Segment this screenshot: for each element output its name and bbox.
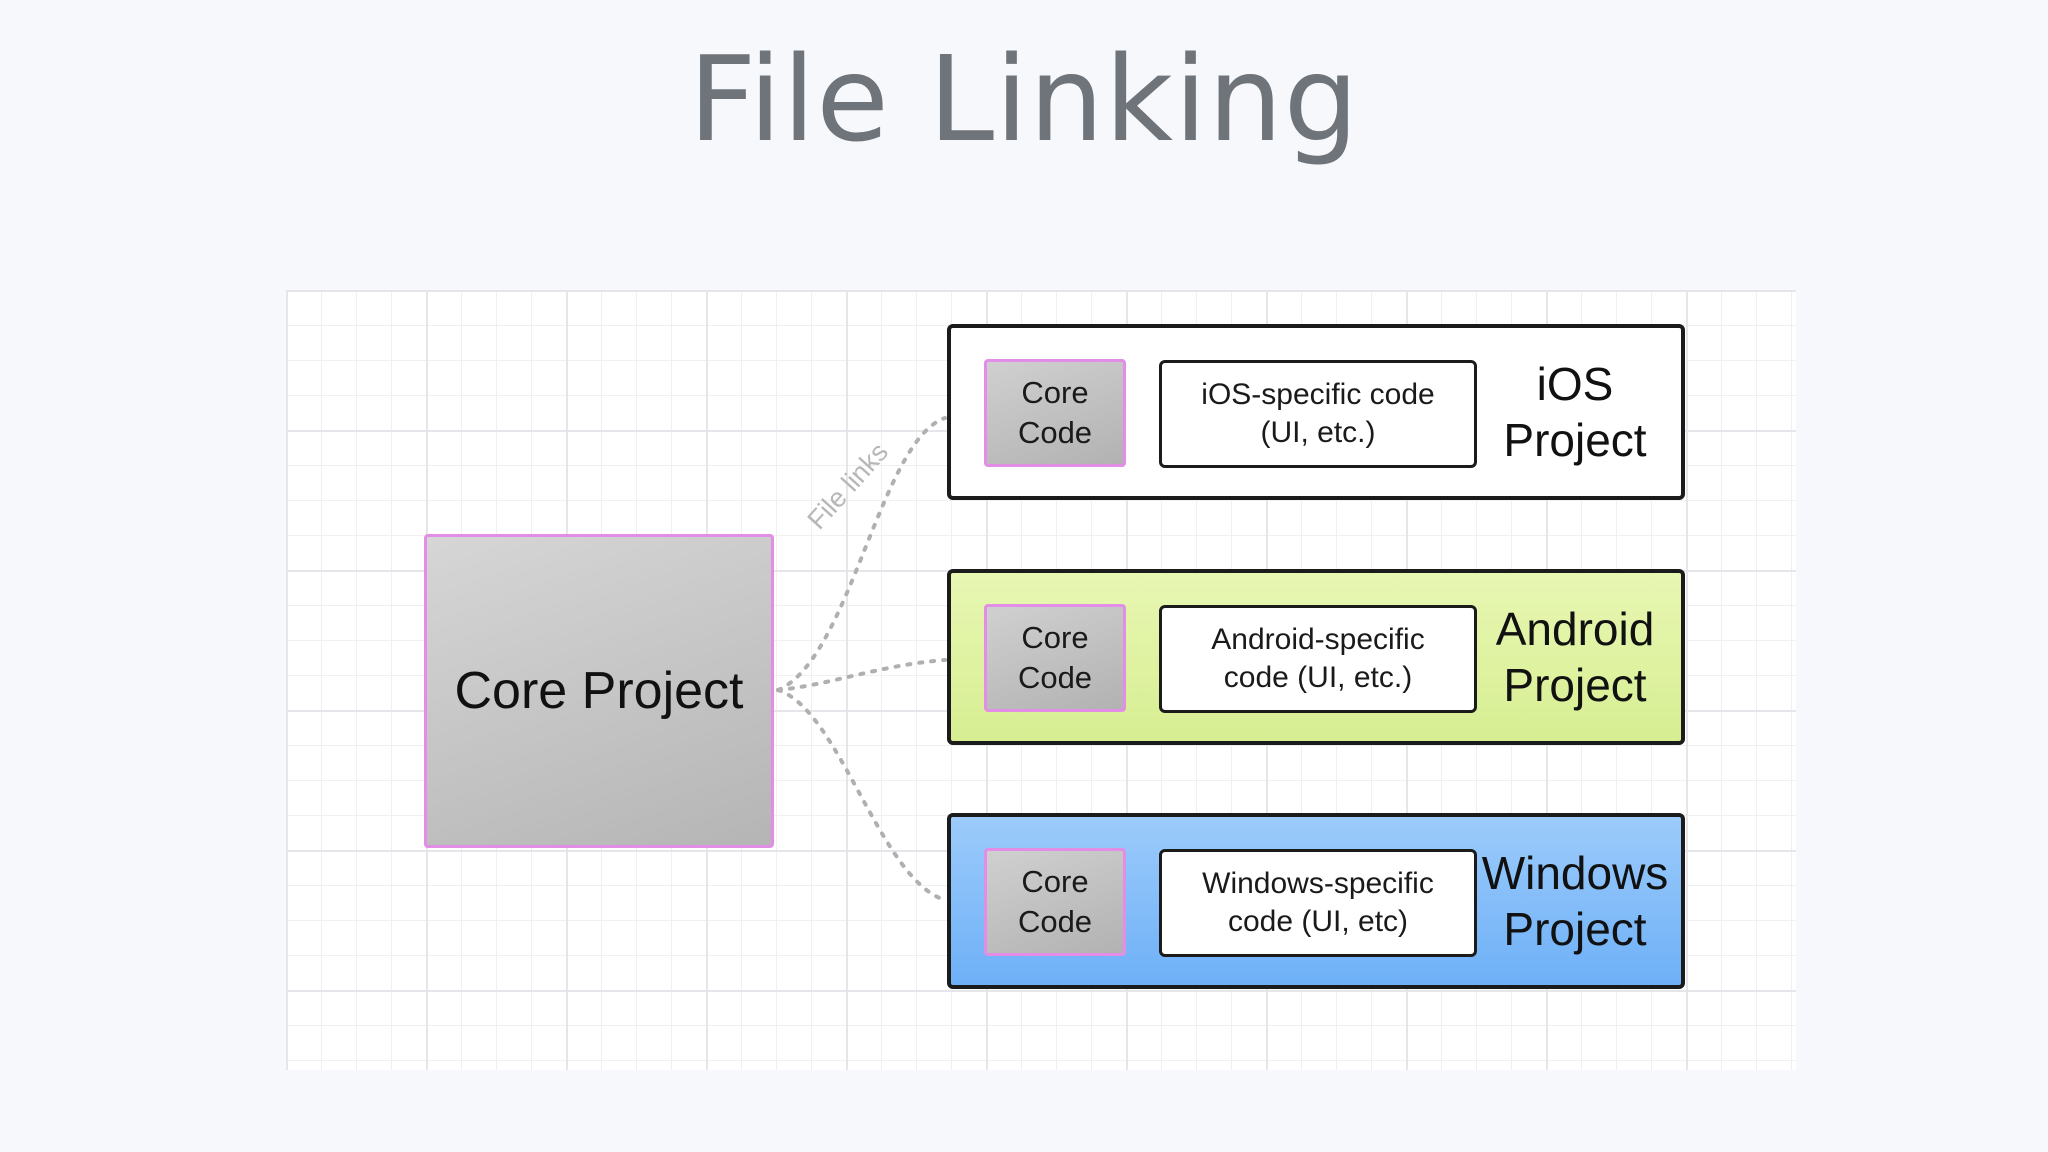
core-code-line-1: Core [1021,620,1089,655]
core-code-line-1: Core [1021,864,1089,899]
windows-specific-code-box: Windows-specific code (UI, etc) [1159,849,1477,957]
core-code-line-2: Code [1017,904,1093,939]
platform-label-line-1: iOS [1536,358,1614,410]
specific-line-2: code (UI, etc) [1227,905,1409,938]
slide-title: File Linking [688,30,1360,168]
specific-line-2: code (UI, etc.) [1223,661,1413,694]
windows-project-box: Core Code Windows-specific code (UI, etc… [947,813,1685,989]
android-project-box: Core Code Android-specific code (UI, etc… [947,569,1685,745]
platform-label-line-1: Windows [1481,847,1669,899]
windows-project-label: Windows Project [1475,817,1675,985]
ios-project-box: Core Code iOS-specific code (UI, etc.) i… [947,324,1685,500]
core-project-label: Core Project [454,662,744,720]
android-core-code-box: Core Code [984,604,1126,712]
core-code-line-2: Code [1017,415,1093,450]
core-project-box: Core Project [424,534,774,848]
android-project-label: Android Project [1475,573,1675,741]
core-code-line-2: Code [1017,660,1093,695]
core-code-line-1: Core [1021,375,1089,410]
ios-specific-code-box: iOS-specific code (UI, etc.) [1159,360,1477,468]
specific-line-2: (UI, etc.) [1260,416,1376,449]
platform-label-line-2: Project [1503,659,1647,711]
ios-project-label: iOS Project [1475,328,1675,496]
specific-line-1: Android-specific [1211,623,1425,656]
windows-core-code-box: Core Code [984,848,1126,956]
ios-core-code-box: Core Code [984,359,1126,467]
specific-line-1: Windows-specific [1202,867,1434,900]
specific-line-1: iOS-specific code [1201,378,1435,411]
android-specific-code-box: Android-specific code (UI, etc.) [1159,605,1477,713]
platform-label-line-2: Project [1503,414,1647,466]
platform-label-line-1: Android [1495,603,1655,655]
platform-label-line-2: Project [1503,903,1647,955]
